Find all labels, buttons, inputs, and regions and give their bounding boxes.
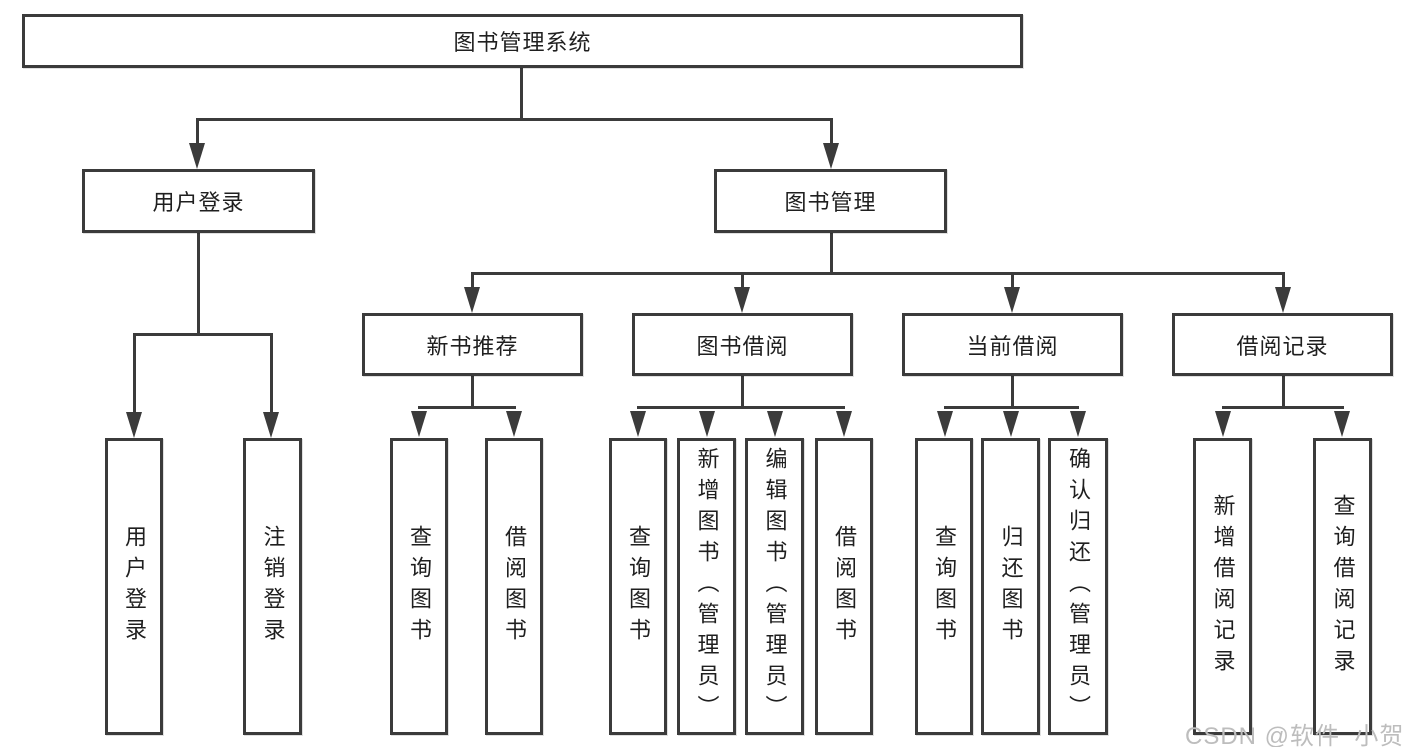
connector-hline	[133, 333, 273, 336]
connector-hline	[196, 118, 833, 121]
arrow-down	[126, 412, 142, 438]
leaf-bb-edit-books: 编辑图书（管理员）	[745, 438, 804, 735]
leaf-br-add-record: 新增借阅记录	[1193, 438, 1252, 735]
connector-vline	[520, 68, 523, 121]
connector-vline	[1011, 272, 1014, 290]
arrow-down	[1275, 287, 1291, 313]
leaf-bb-add-books: 新增图书（管理员）	[677, 438, 736, 735]
leaf-cb-return-books: 归还图书	[981, 438, 1040, 735]
node-borrow-records: 借阅记录	[1172, 313, 1393, 376]
node-root-label: 图书管理系统	[453, 30, 592, 55]
node-root: 图书管理系统	[22, 14, 1023, 68]
leaf-bb-query-books: 查询图书	[609, 438, 667, 735]
arrow-down	[263, 412, 279, 438]
connector-vline	[1282, 376, 1285, 408]
connector-vline	[830, 233, 833, 275]
connector-vline	[471, 376, 474, 408]
node-new-book-rec: 新书推荐	[362, 313, 583, 376]
connector-vline	[270, 333, 273, 415]
connector-vline	[196, 118, 199, 150]
leaf-logout-label: 注销登录	[260, 524, 286, 649]
arrow-down	[506, 411, 522, 437]
connector-hline	[418, 406, 516, 409]
arrow-down	[937, 411, 953, 437]
connector-hline	[1222, 406, 1344, 409]
leaf-nbr-query-books-label: 查询图书	[407, 524, 432, 649]
node-current-borrow-label: 当前借阅	[966, 333, 1059, 359]
node-user-login-label: 用户登录	[152, 190, 245, 215]
leaf-nbr-query-books: 查询图书	[390, 438, 448, 735]
watermark: CSDN @软件_小贺同学	[1185, 723, 1405, 747]
arrow-down	[1070, 411, 1086, 437]
leaf-bb-edit-books-label: 编辑图书（管理员）	[762, 447, 788, 726]
arrow-down	[1004, 287, 1020, 313]
leaf-br-query-record-label: 查询借阅记录	[1330, 493, 1356, 680]
leaf-cb-query-books-label: 查询图书	[932, 524, 957, 649]
arrow-down	[734, 287, 750, 313]
connector-vline	[1011, 376, 1014, 408]
connector-vline	[133, 333, 136, 415]
node-borrow-records-label: 借阅记录	[1236, 333, 1329, 359]
arrow-down	[767, 411, 783, 437]
arrow-down	[411, 411, 427, 437]
arrow-down	[1215, 411, 1231, 437]
arrow-down	[630, 411, 646, 437]
arrow-down	[1003, 411, 1019, 437]
leaf-nbr-borrow-books: 借阅图书	[485, 438, 543, 735]
arrow-down	[1334, 411, 1350, 437]
connector-hline	[471, 272, 1285, 275]
leaf-logout: 注销登录	[243, 438, 302, 735]
connector-vline	[1282, 272, 1285, 290]
arrow-down	[823, 143, 839, 169]
connector-vline	[830, 118, 833, 150]
connector-vline	[197, 233, 200, 336]
arrow-down	[464, 287, 480, 313]
node-user-login: 用户登录	[82, 169, 315, 233]
node-current-borrow: 当前借阅	[902, 313, 1123, 376]
arrow-down	[836, 411, 852, 437]
node-book-mgmt-label: 图书管理	[784, 190, 877, 215]
leaf-bb-borrow-books-label: 借阅图书	[832, 524, 857, 649]
leaf-bb-borrow-books: 借阅图书	[815, 438, 873, 735]
leaf-bb-add-books-label: 新增图书（管理员）	[694, 447, 720, 726]
leaf-br-query-record: 查询借阅记录	[1313, 438, 1372, 735]
connector-hline	[944, 406, 1079, 409]
leaf-br-add-record-label: 新增借阅记录	[1210, 493, 1236, 680]
leaf-user-login: 用户登录	[105, 438, 163, 735]
arrow-down	[189, 143, 205, 169]
node-new-book-rec-label: 新书推荐	[426, 333, 519, 359]
leaf-cb-return-books-label: 归还图书	[998, 524, 1024, 649]
leaf-user-login-label: 用户登录	[122, 524, 147, 649]
connector-vline	[471, 272, 474, 290]
arrow-down	[699, 411, 715, 437]
node-book-borrow: 图书借阅	[632, 313, 853, 376]
node-book-borrow-label: 图书借阅	[696, 333, 789, 359]
connector-vline	[741, 272, 744, 290]
connector-vline	[741, 376, 744, 408]
leaf-nbr-borrow-books-label: 借阅图书	[502, 524, 527, 649]
leaf-cb-confirm-return: 确认归还（管理员）	[1048, 438, 1108, 735]
leaf-cb-confirm-return-label: 确认归还（管理员）	[1066, 447, 1091, 726]
leaf-cb-query-books: 查询图书	[915, 438, 973, 735]
leaf-bb-query-books-label: 查询图书	[626, 524, 651, 649]
node-book-mgmt: 图书管理	[714, 169, 947, 233]
connector-hline	[637, 406, 845, 409]
